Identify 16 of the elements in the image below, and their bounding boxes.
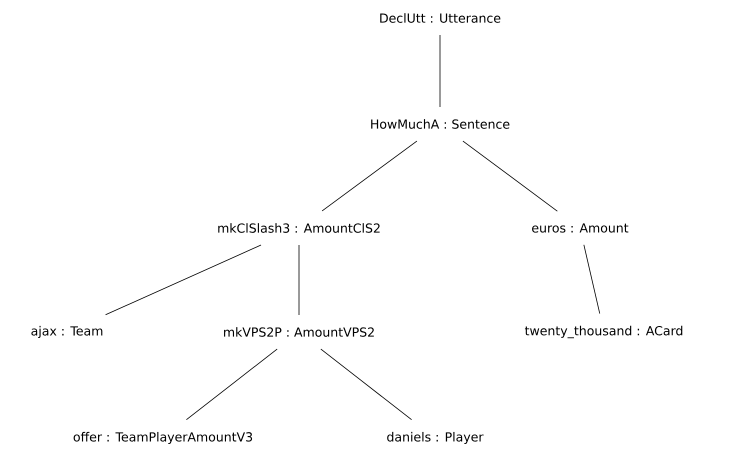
tree-node-label: DeclUtt : Utterance (380, 13, 500, 23)
tree-node-label: mkVPS2P : AmountVPS2 (224, 327, 374, 337)
tree-branch (462, 140, 558, 212)
tree-branch (105, 244, 262, 316)
tree-branch (320, 348, 412, 420)
tree-branch (298, 244, 300, 316)
tree-node-label: twenty_thousand : ACard (524, 326, 682, 338)
tree-node-label: HowMuchA : Sentence (371, 119, 510, 129)
tree-branch (583, 244, 600, 314)
tree-node-label: ajax : Team (31, 326, 102, 338)
tree-branch (186, 348, 278, 420)
tree-node-label: daniels : Player (387, 432, 484, 444)
tree-branch (322, 140, 418, 212)
tree-node-label: offer : TeamPlayerAmountV3 (74, 432, 252, 444)
tree-node-label: mkClSlash3 : AmountClS2 (218, 223, 380, 233)
tree-node-label: euros : Amount (532, 223, 628, 233)
